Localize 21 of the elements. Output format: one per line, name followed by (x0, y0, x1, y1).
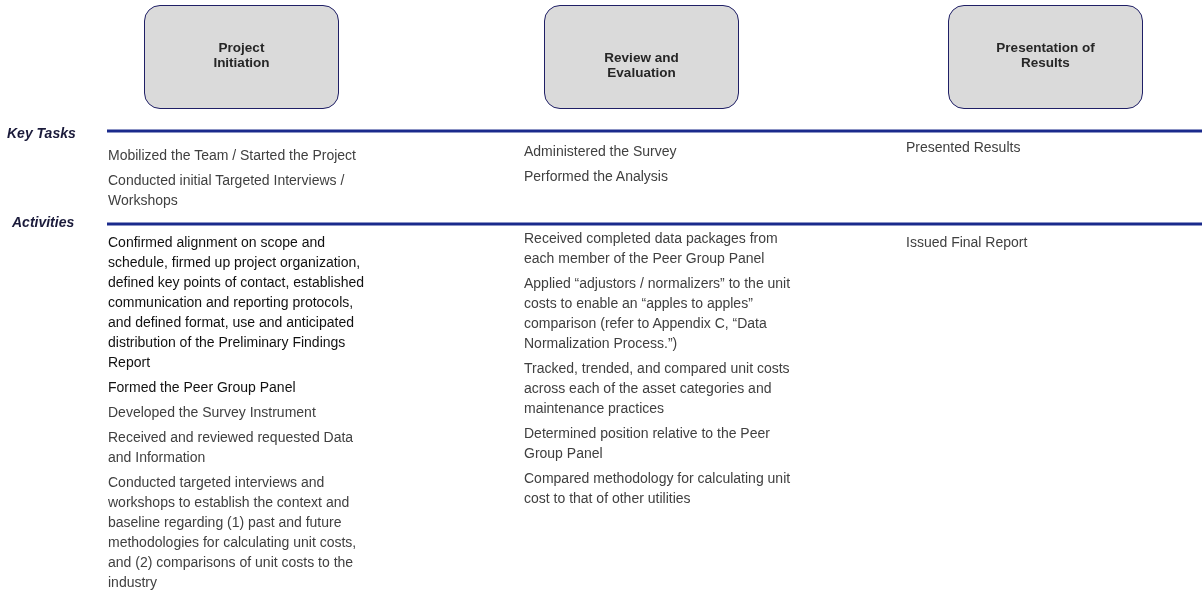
list-item: Administered the Survey (524, 142, 678, 161)
list-item: Developed the Survey Instrument (108, 403, 317, 422)
list-item: Mobilized the Team / Started the Project (108, 146, 357, 165)
list-item: Received completed data packages from each member of the Peer Group Panel (524, 229, 779, 268)
stage-title: Presentation of Results (995, 40, 1096, 70)
list-item: Confirmed alignment on scope and schedule, firmed up project organization, defined key points of contact, established communication and reporting protocols, and defined format, use and anticipated distribution of the Preliminary Findings Report (108, 233, 366, 372)
list-item: Tracked, trended, and compared unit costs across each of the asset categories and maintenance practices (524, 359, 791, 418)
row-heading: Key Tasks (7, 125, 76, 141)
list-item: Performed the Analysis (524, 167, 669, 186)
stage-title: Project Initiation (212, 40, 271, 70)
list-item: Issued Final Report (906, 233, 1029, 252)
list-item: Received and reviewed requested Data and Information (108, 428, 355, 467)
row-heading: Activities (12, 214, 75, 230)
list-item: Formed the Peer Group Panel (108, 378, 297, 397)
list-item: Presented Results (906, 138, 1022, 157)
stage-title: Review and Evaluation (603, 50, 680, 80)
list-item: Compared methodology for calculating unit cost to that of other utilities (524, 469, 792, 508)
list-item: Conducted targeted interviews and workshops to establish the context and baseline regarding (1) past and future methodologies for calculating unit costs, and (2) comparisons of unit costs to the industry (108, 473, 358, 592)
list-item: Conducted initial Targeted Interviews / Workshops (108, 171, 346, 210)
list-item: Applied “adjustors / normalizers” to the unit costs to enable an “apples to apples” comparison (refer to Appendix C, “Data Normalization Process.”) (524, 274, 792, 353)
list-item: Determined position relative to the Peer Group Panel (524, 424, 771, 463)
